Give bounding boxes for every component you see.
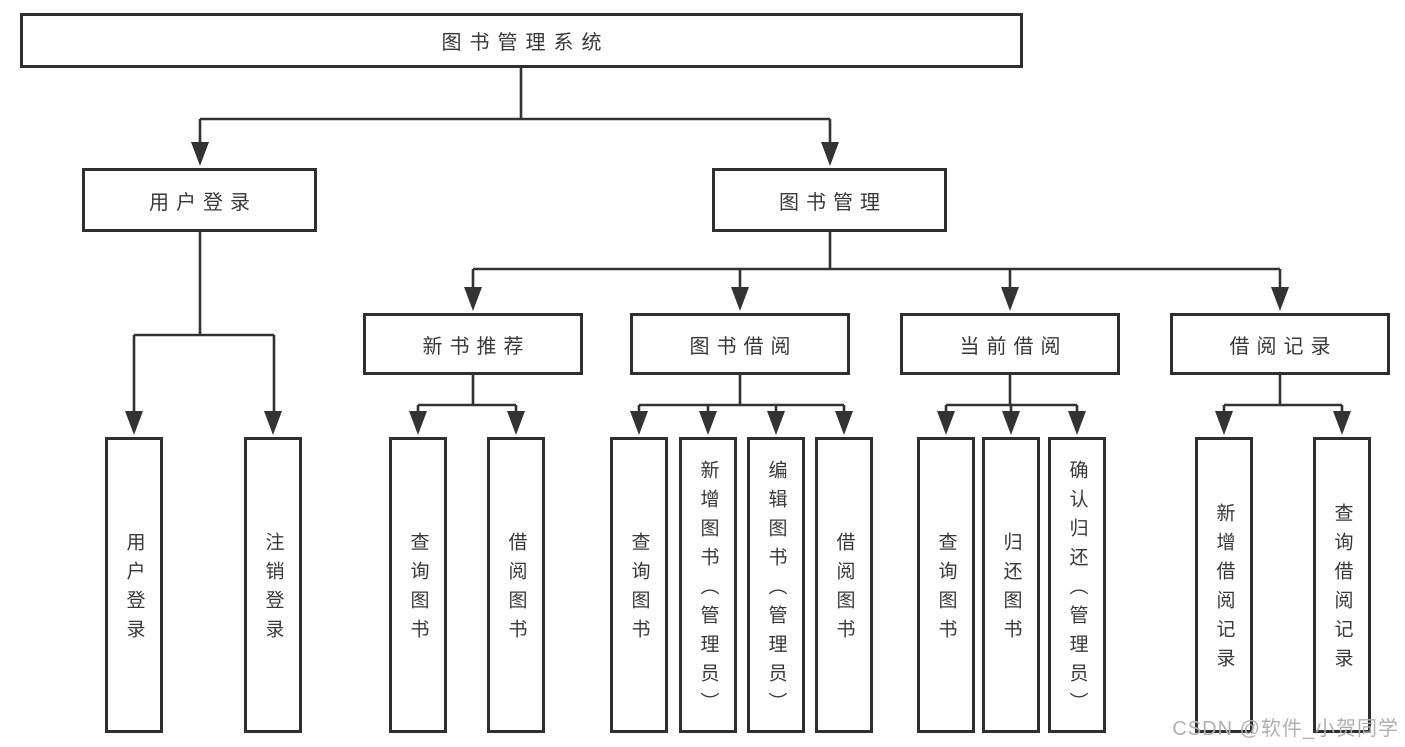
node-library-management-system: 图书管理系统 <box>20 13 1023 68</box>
leaf-label: 借阅图书 <box>833 532 855 648</box>
arrowhead-icon <box>767 411 785 435</box>
leaf-label: 查询图书 <box>935 532 957 648</box>
leaf-label: 借阅图书 <box>505 532 527 648</box>
csdn-watermark: CSDN @软件_小贺同学 <box>1172 718 1399 740</box>
leaf-search-books: 查询图书 <box>389 437 447 733</box>
arrowhead-icon <box>1002 411 1020 435</box>
node-current-borrowing: 当前借阅 <box>900 313 1120 375</box>
arrowhead-icon <box>507 411 525 435</box>
leaf-search-books: 查询图书 <box>917 437 975 733</box>
leaf-label: 查询借阅记录 <box>1331 503 1353 677</box>
leaf-search-books: 查询图书 <box>610 437 668 733</box>
arrowhead-icon <box>835 411 853 435</box>
leaf-confirm-return-admin: 确认归还（管理员） <box>1048 437 1106 733</box>
leaf-label: 用户登录 <box>123 532 145 648</box>
node-new-book-recommend: 新书推荐 <box>363 313 583 375</box>
arrowhead-icon <box>125 411 143 435</box>
node-borrowing-records: 借阅记录 <box>1170 313 1390 375</box>
node-book-management: 图书管理 <box>712 168 947 232</box>
leaf-search-borrow-record: 查询借阅记录 <box>1313 437 1371 733</box>
node-user-login: 用户登录 <box>82 168 317 232</box>
leaf-user-login: 用户登录 <box>105 437 163 733</box>
leaf-add-books-admin: 新增图书（管理员） <box>679 437 737 733</box>
leaf-label: 新增借阅记录 <box>1213 503 1235 677</box>
leaf-borrow-books: 借阅图书 <box>815 437 873 733</box>
node-book-borrowing: 图书借阅 <box>630 313 850 375</box>
leaf-borrow-books: 借阅图书 <box>487 437 545 733</box>
arrowhead-icon <box>264 411 282 435</box>
arrowhead-icon <box>821 142 839 166</box>
arrowhead-icon <box>630 411 648 435</box>
arrowhead-icon <box>409 411 427 435</box>
leaf-label: 查询图书 <box>407 532 429 648</box>
leaf-label: 确认归还（管理员） <box>1066 459 1088 721</box>
arrowhead-icon <box>699 411 717 435</box>
leaf-label: 归还图书 <box>1000 532 1022 648</box>
leaf-label: 编辑图书（管理员） <box>765 459 787 721</box>
arrowhead-icon <box>191 142 209 166</box>
leaf-label: 新增图书（管理员） <box>697 459 719 721</box>
arrowhead-icon <box>1068 411 1086 435</box>
arrowhead-icon <box>1271 287 1289 311</box>
arrowhead-icon <box>731 287 749 311</box>
arrowhead-icon <box>464 287 482 311</box>
leaf-label: 注销登录 <box>262 532 284 648</box>
arrowhead-icon <box>937 411 955 435</box>
leaf-add-borrow-record: 新增借阅记录 <box>1195 437 1253 733</box>
leaf-return-books: 归还图书 <box>982 437 1040 733</box>
leaf-label: 查询图书 <box>628 532 650 648</box>
arrowhead-icon <box>1333 411 1351 435</box>
arrowhead-icon <box>1215 411 1233 435</box>
leaf-edit-books-admin: 编辑图书（管理员） <box>747 437 805 733</box>
arrowhead-icon <box>1001 287 1019 311</box>
leaf-logout: 注销登录 <box>244 437 302 733</box>
